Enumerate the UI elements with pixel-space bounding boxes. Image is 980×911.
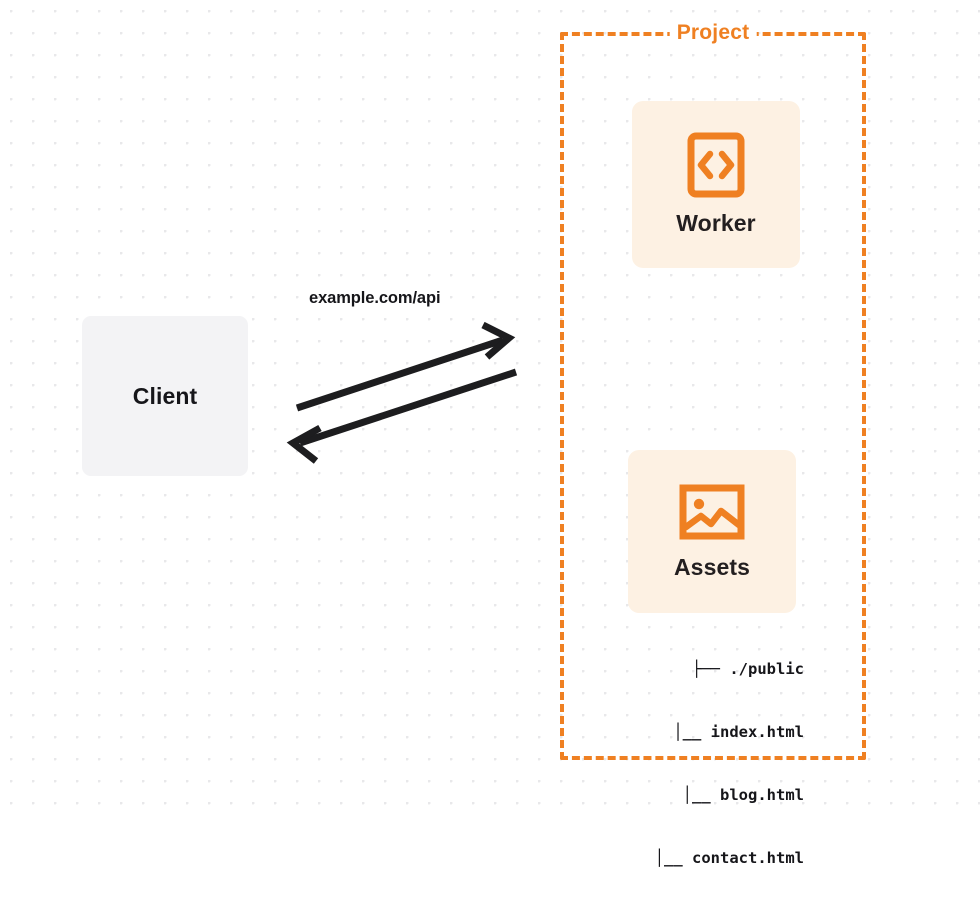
request-arrow-head (481, 321, 516, 360)
code-brackets-icon (687, 132, 745, 198)
file-tree-row: │__ blog.html (682, 786, 804, 804)
response-arrow-line (298, 368, 518, 447)
assets-node[interactable]: Assets (628, 450, 796, 613)
request-arrow-line (295, 336, 505, 412)
project-title: Project (669, 21, 757, 45)
client-node-label: Client (132, 382, 198, 409)
project-container: Project (560, 21, 866, 760)
image-icon (679, 484, 745, 539)
assets-file-tree: ├── ./public │__ index.html │__ blog.htm… (600, 617, 804, 911)
connection-label: example.com/api (309, 289, 441, 307)
file-tree-row: │__ index.html (673, 723, 804, 741)
response-arrow-head (286, 424, 322, 464)
client-node[interactable]: Client (82, 316, 248, 476)
assets-node-label: Assets (673, 553, 751, 580)
file-tree-row: ├── ./public (692, 660, 804, 678)
file-tree-row: │__ contact.html (654, 849, 804, 867)
diagram-canvas: Client example.com/api Project Worker (0, 0, 980, 867)
worker-node[interactable]: Worker (632, 101, 800, 268)
worker-node-label: Worker (676, 210, 756, 236)
